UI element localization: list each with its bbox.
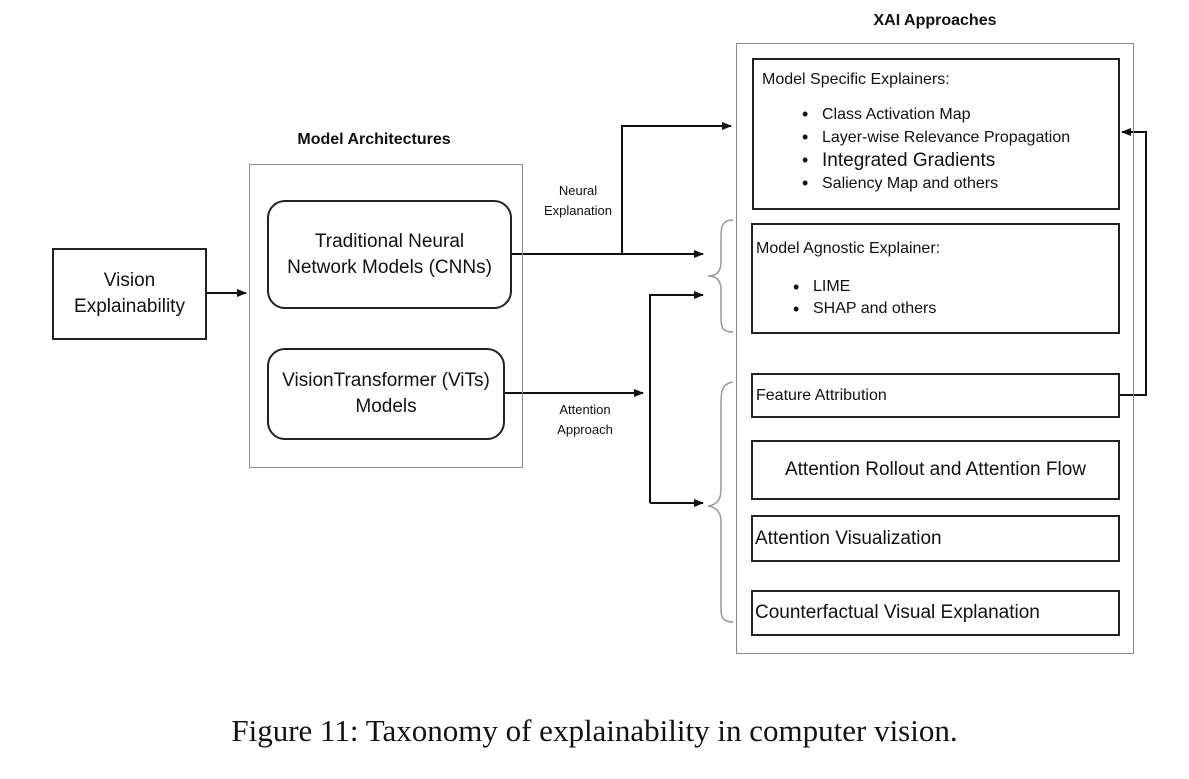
model-agnostic-list: LIME SHAP and others [793, 276, 1118, 320]
cnn-models-label: Traditional Neural Network Models (CNNs) [287, 230, 492, 278]
model-specific-title: Model Specific Explainers: [762, 71, 950, 88]
list-item: Layer-wise Relevance Propagation [802, 126, 1118, 149]
figure-caption: Figure 11: Taxonomy of explainability in… [231, 713, 958, 748]
list-item: Saliency Map and others [802, 172, 1118, 195]
list-item: Integrated Gradients [802, 149, 1118, 172]
list-item: LIME [793, 276, 1118, 298]
list-item: SHAP and others [793, 298, 1118, 320]
counterfactual-label: Counterfactual Visual Explanation [755, 602, 1040, 623]
xai-approaches-container [736, 43, 1134, 654]
neural-explanation-label: Neural Explanation [544, 183, 612, 218]
model-specific-box[interactable]: Model Specific Explainers: Class Activat… [752, 58, 1120, 210]
attention-visualization-box[interactable]: Attention Visualization [751, 515, 1120, 562]
feature-attribution-label: Feature Attribution [756, 386, 887, 404]
attention-visualization-label: Attention Visualization [755, 527, 942, 549]
vision-explainability-box[interactable]: Vision Explainability [52, 248, 207, 340]
model-architectures-container [249, 164, 523, 468]
attention-approach-label: Attention Approach [557, 402, 613, 437]
vit-models-label: VisionTransformer (ViTs) Models [282, 370, 490, 417]
vit-models-box[interactable]: VisionTransformer (ViTs) Models [267, 348, 505, 440]
model-specific-list: Class Activation Map Layer-wise Relevanc… [802, 103, 1118, 195]
counterfactual-box[interactable]: Counterfactual Visual Explanation [751, 590, 1120, 636]
attention-rollout-box[interactable]: Attention Rollout and Attention Flow [751, 440, 1120, 500]
vision-explainability-label: Vision Explainability [74, 270, 185, 317]
model-agnostic-title: Model Agnostic Explainer: [756, 240, 941, 257]
arrow-attention-to-model-agnostic [649, 291, 704, 503]
feature-attribution-box[interactable]: Feature Attribution [751, 373, 1120, 418]
xai-approaches-title: XAI Approaches [873, 12, 997, 29]
list-item: Class Activation Map [802, 103, 1118, 126]
model-agnostic-box[interactable]: Model Agnostic Explainer: LIME SHAP and … [751, 223, 1120, 334]
brace-model-agnostic [707, 219, 734, 333]
model-architectures-title: Model Architectures [297, 131, 451, 148]
cnn-models-box[interactable]: Traditional Neural Network Models (CNNs) [267, 200, 512, 309]
attention-rollout-label: Attention Rollout and Attention Flow [784, 459, 1087, 480]
brace-attention-group [707, 381, 734, 623]
arrow-cnn-to-model-specific [512, 122, 732, 255]
